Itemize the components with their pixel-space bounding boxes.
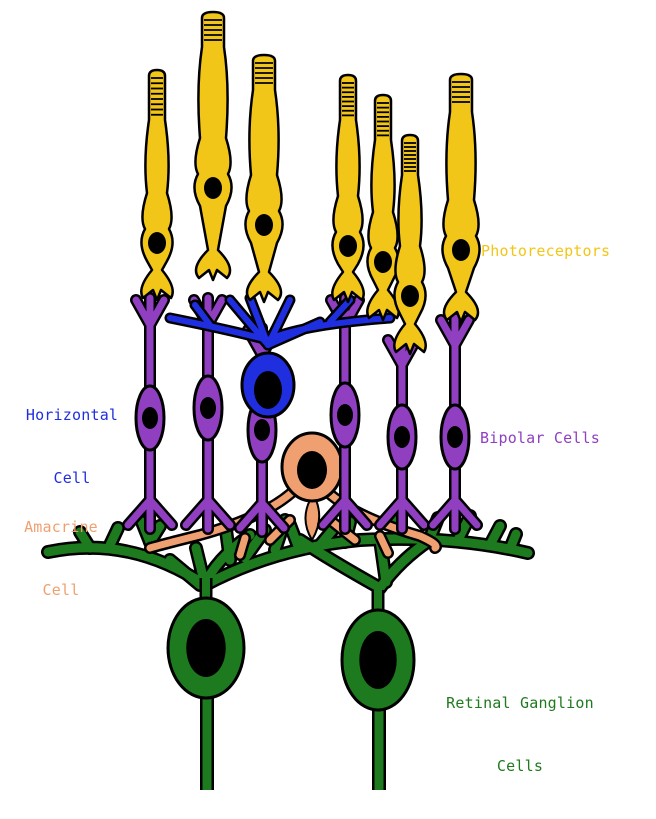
ganglion-dendrite <box>510 534 516 549</box>
ganglion-cell-right-nucleus <box>359 631 396 689</box>
horizontal-cell-label-line1: Horizontal <box>12 405 132 426</box>
amacrine-nucleus <box>297 451 327 489</box>
photoreceptor-3-body <box>245 55 282 302</box>
photoreceptors-label: Photoreceptors <box>481 241 610 262</box>
photoreceptor-1-nucleus <box>148 232 166 254</box>
photoreceptor-6-nucleus <box>401 285 419 307</box>
horizontal-nucleus <box>254 371 282 409</box>
amacrine-cell-label-line2: Cell <box>6 580 116 601</box>
bipolar-cell-2-nucleus <box>200 397 216 419</box>
bipolar-cell-3-nucleus <box>254 419 270 441</box>
ganglion-cell-left-nucleus <box>186 619 226 677</box>
amacrine-cell-label: Amacrine Cell <box>6 475 116 643</box>
bipolar-cell-4-nucleus <box>337 404 353 426</box>
bipolar-cells-label: Bipolar Cells <box>480 428 600 449</box>
amacrine-cell-label-line1: Amacrine <box>6 517 116 538</box>
retinal-ganglion-label-line1: Retinal Ganglion <box>425 693 615 714</box>
bipolar-cell-6-nucleus <box>447 426 463 448</box>
photoreceptor-5-nucleus <box>374 251 392 273</box>
photoreceptor-4-body <box>332 75 363 302</box>
retinal-ganglion-label-line2: Cells <box>425 756 615 777</box>
photoreceptor-4-nucleus <box>339 235 357 257</box>
photoreceptor-3-nucleus <box>255 214 273 236</box>
photoreceptor-5-body <box>367 95 398 320</box>
photoreceptor-7-nucleus <box>452 239 470 261</box>
amacrine-stalk <box>305 500 319 540</box>
photoreceptor-2-body <box>194 12 231 280</box>
bipolar-cell-5-nucleus <box>394 426 410 448</box>
photoreceptor-7-body <box>442 74 479 322</box>
amacrine-process <box>240 538 245 555</box>
retinal-ganglion-cells-label: Retinal Ganglion Cells <box>425 651 615 819</box>
photoreceptor-2-nucleus <box>204 177 222 199</box>
bipolar-cell-1-nucleus <box>142 407 158 429</box>
